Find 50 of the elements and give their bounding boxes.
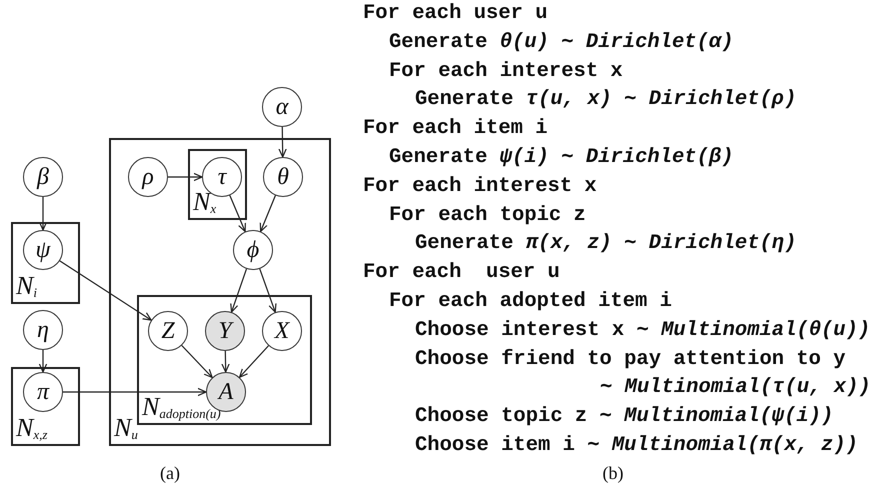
arrow — [181, 345, 213, 378]
plate-box — [188, 149, 247, 220]
pseudocode-line: Generate ψ(i) ∼ Dirichlet(β) — [389, 148, 734, 168]
pseudocode-line: ∼ Multinomial(τ(u, x)) — [600, 378, 871, 399]
plate-box — [109, 138, 331, 446]
plate-label: N$_{u}$ — [114, 415, 138, 441]
arrow — [38, 197, 48, 231]
variable-circle: β — [23, 157, 63, 197]
pseudocode-line: Generate τ(u, x) ∼ Dirichlet(ρ) — [415, 90, 796, 111]
variable-circle: ϕ — [233, 230, 273, 270]
variable-circle: ρ — [128, 157, 168, 197]
pseudocode-line: For each topic z — [389, 206, 586, 226]
arrow — [168, 172, 203, 182]
arrow — [278, 127, 287, 158]
plate-box — [137, 295, 312, 425]
pseudocode-line: Choose interest x ∼ Multinomial(θ(u)) — [415, 320, 870, 342]
pseudocode-line: For each interest x — [363, 176, 597, 198]
arrow — [59, 260, 152, 321]
arrow — [259, 268, 276, 313]
plate-label: N$_{x,z}$ — [16, 415, 48, 441]
arrow — [238, 345, 269, 378]
pseudocode-line: For each user u — [363, 4, 548, 24]
pseudocode-line: Choose topic z ∼ Multinomial(ψ(i)) — [415, 407, 834, 428]
arrow — [260, 195, 276, 232]
pseudocode-line: For each user u — [363, 263, 560, 284]
panel-caption: (b) — [602, 464, 624, 482]
observed-variable-circle: Y — [205, 311, 245, 351]
plate-box — [11, 222, 80, 304]
plate-label: N$_{i}$ — [16, 273, 37, 299]
pseudocode-line: Generate π(x, z) ∼ Dirichlet(η) — [415, 234, 796, 255]
arrow — [229, 195, 246, 232]
variable-circle: Z — [148, 311, 188, 351]
pseudocode-line: For each interest x — [389, 62, 623, 82]
arrow — [230, 268, 248, 313]
arrow — [63, 388, 207, 396]
pseudocode-line: For each item i — [363, 119, 548, 140]
variable-circle: η — [23, 310, 63, 350]
pseudocode-line: For each adopted item i — [389, 292, 672, 312]
pseudocode-line: Generate θ(u) ∼ Dirichlet(α) — [389, 32, 734, 54]
variable-circle: α — [262, 87, 302, 127]
variable-circle: π — [23, 372, 63, 412]
variable-circle: ψ — [23, 230, 63, 270]
pseudocode-line: Choose item i ∼ Multinomial(π(x, z)) — [415, 436, 858, 456]
variable-circle: θ — [263, 157, 303, 197]
arrow — [221, 350, 230, 373]
panel-caption: (a) — [160, 464, 180, 482]
variable-circle: X — [262, 311, 302, 351]
arrow — [38, 350, 48, 373]
pseudocode-line: Choose friend to pay attention to y — [415, 350, 846, 370]
plate-box — [11, 367, 80, 446]
